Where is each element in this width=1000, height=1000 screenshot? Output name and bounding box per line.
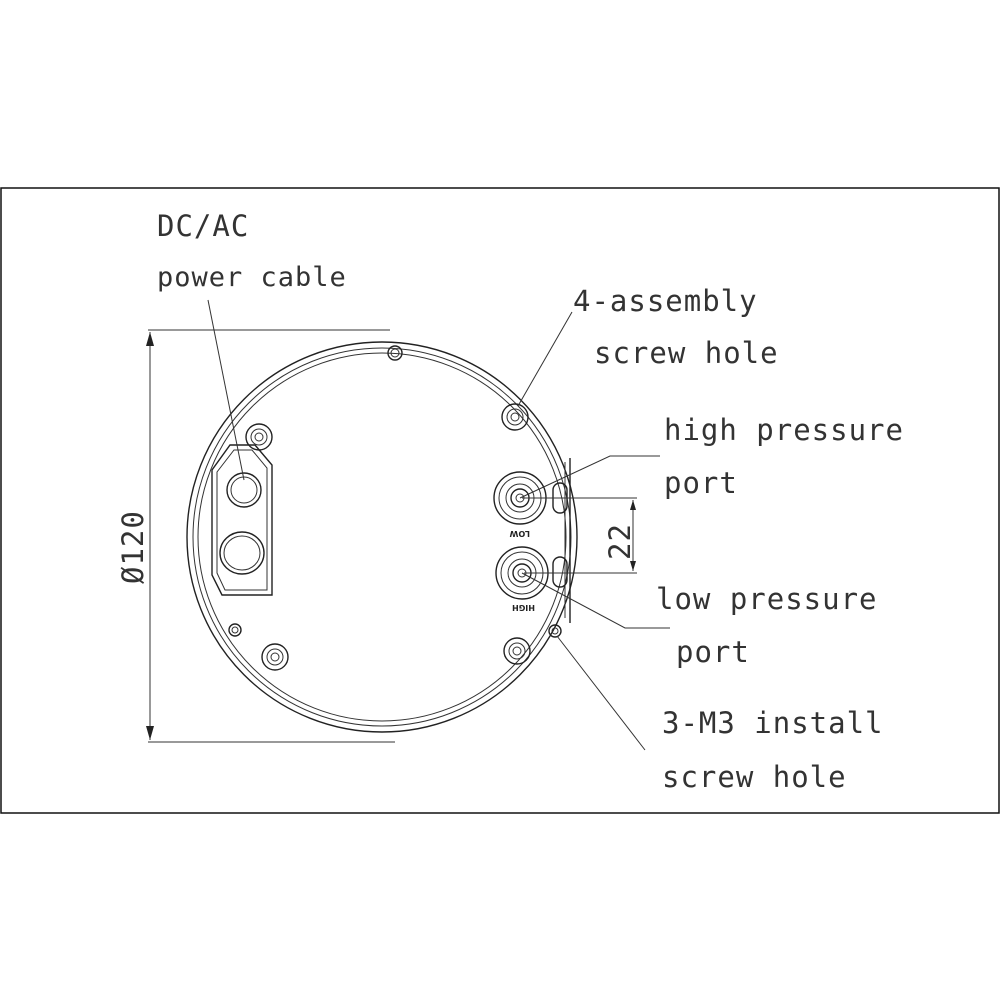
port-spacing-dimension (522, 497, 637, 574)
assembly-label-line2: screw hole (594, 336, 779, 370)
assembly-screw-hole (501, 403, 529, 431)
assembly-label-line1: 4-assembly (573, 284, 758, 318)
sensor-body (186, 341, 578, 733)
drawing-frame (0, 187, 1000, 814)
diameter-label: Ø120 (116, 510, 150, 584)
diameter-dimension (146, 329, 395, 743)
assembly-screw-hole (261, 643, 289, 671)
install-label-line1: 3-M3 install (662, 706, 884, 740)
power-cable-label-line1: DC/AC (157, 209, 249, 243)
high-pressure-label-line2: port (664, 466, 738, 500)
power-cable-connector (211, 444, 273, 596)
high-pressure-label-line1: high pressure (664, 413, 904, 447)
port-mark-bottom: HIGH (512, 603, 535, 612)
assembly-screw-hole (245, 423, 273, 451)
low-pressure-label-line2: port (676, 635, 750, 669)
spacing-label: 22 (603, 523, 637, 560)
low-pressure-label-line1: low pressure (656, 582, 878, 616)
port-mark-top: LOW (509, 529, 530, 538)
power-cable-label-line2: power cable (157, 262, 347, 293)
top-screw-hole (387, 345, 403, 361)
assembly-screw-hole (503, 637, 531, 665)
m3-install-hole (228, 623, 242, 637)
install-label-line2: screw hole (662, 760, 847, 794)
m3-install-hole (548, 624, 562, 638)
leader-lines (207, 299, 670, 751)
